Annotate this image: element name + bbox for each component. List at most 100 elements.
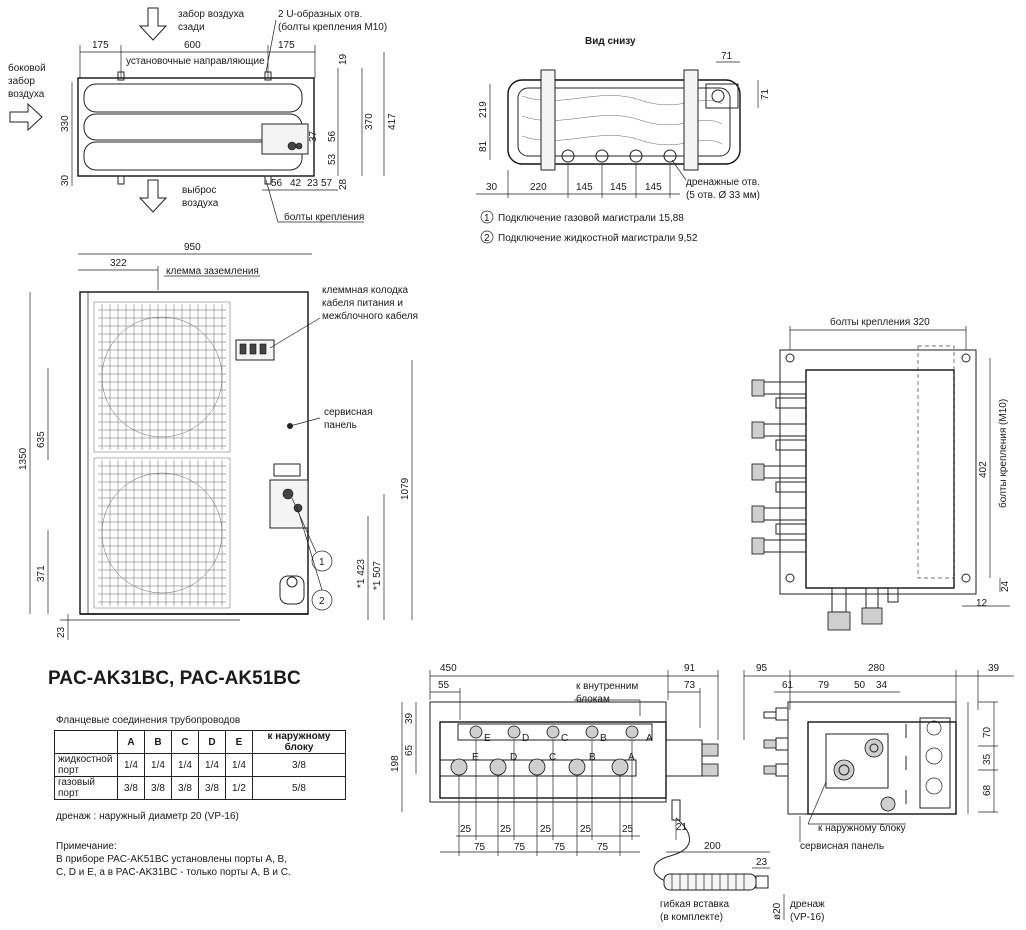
dim-71-h: 71 — [721, 51, 733, 62]
dim-71-v: 71 — [760, 88, 771, 100]
fan-grille-upper — [93, 301, 231, 453]
branch-bolts-label: болты крепления 320 — [830, 317, 930, 328]
dim-145-a: 145 — [576, 182, 593, 193]
svg-text:25: 25 — [540, 824, 552, 835]
air-intake-rear-arrow — [138, 7, 168, 41]
dim-450: 450 — [440, 663, 457, 674]
table-header-row: A B C D E к наружному блоку — [54, 730, 346, 754]
drain-note: дренаж : наружный диаметр 20 (VP-16) — [56, 811, 239, 822]
u-holes-label: 2 U-образных отв. (болты крепления М10) — [278, 9, 388, 33]
dim-24: 24 — [1000, 580, 1011, 592]
dim-1423: *1 423 — [356, 559, 367, 588]
svg-text:75: 75 — [474, 842, 486, 853]
to-outdoor-label: к наружному блоку — [818, 823, 906, 834]
svg-text:25: 25 — [580, 824, 592, 835]
dim-198: 198 — [390, 755, 401, 772]
front-ports — [450, 725, 639, 776]
branch-bolts-vertical-label: болты крепления (М10) — [997, 399, 1009, 508]
svg-text:E: E — [472, 752, 479, 763]
svg-text:25: 25 — [500, 824, 512, 835]
mount-guides-label: установочные направляющие — [126, 56, 265, 67]
note-text: В приборе PAC-AK51BC установлены порты A… — [56, 854, 291, 878]
exhaust-label: выброс воздуха — [182, 185, 219, 209]
svg-text:E: E — [484, 733, 491, 744]
side-port-stubs — [751, 379, 807, 555]
flex-insert-label: гибкая вставка (в комплекте) — [660, 899, 730, 923]
dim-39-front: 39 — [404, 712, 415, 724]
dim-322: 322 — [110, 258, 127, 269]
dim-370: 370 — [364, 113, 375, 130]
unit-top-outline — [77, 77, 315, 177]
svg-text:B: B — [589, 752, 596, 763]
marker-1 — [311, 550, 333, 572]
svg-text:D: D — [510, 752, 517, 763]
dim-57: 57 — [321, 178, 333, 189]
top-view: 175 600 175 установочные направляющие 33… — [9, 7, 398, 223]
end-service-panel-label: сервисная панель — [800, 841, 885, 852]
flex-insert — [663, 873, 757, 891]
front-view: 950 322 1350 635 371 23 — [18, 242, 413, 640]
dim-23-top: 23 — [307, 178, 319, 189]
dim-1507: *1 507 — [372, 561, 383, 590]
dim-1350: 1350 — [18, 447, 29, 470]
dim-37: 37 — [308, 130, 319, 142]
dim-145-b: 145 — [610, 182, 627, 193]
air-side-arrow — [9, 102, 43, 132]
to-indoor-label: к внутренним блокам — [576, 681, 639, 705]
dim-635: 635 — [36, 431, 47, 448]
dim-30-bottom: 30 — [486, 182, 498, 193]
dim-35: 35 — [982, 753, 993, 765]
note-title: Примечание: — [56, 841, 117, 852]
legend-gas: Подключение газовой магистрали 15,88 — [498, 213, 684, 224]
dim-70: 70 — [982, 726, 993, 738]
dim-200: 200 — [704, 841, 721, 852]
dim-d20: ø20 — [772, 902, 783, 920]
dim-61: 61 — [782, 680, 794, 691]
dim-91: 91 — [684, 663, 696, 674]
dim-68: 68 — [982, 784, 993, 796]
bottom-view-title: Вид снизу — [585, 36, 636, 47]
grille-lines — [98, 304, 226, 606]
svg-text:25: 25 — [460, 824, 472, 835]
svg-text:21: 21 — [676, 822, 688, 833]
dim-30-top: 30 — [60, 174, 71, 186]
svg-text:1: 1 — [484, 213, 490, 224]
dim-19: 19 — [338, 53, 349, 65]
dim-371: 371 — [36, 565, 47, 582]
dim-95: 95 — [756, 663, 768, 674]
table-row: жидкостной порт 1/4 1/4 1/4 1/4 1/4 3/8 — [54, 753, 346, 777]
dim-950: 950 — [184, 242, 201, 253]
svg-text:25: 25 — [622, 824, 634, 835]
dim-23-flex: 23 — [756, 857, 768, 868]
bottom-view: Вид снизу 71 71 219 81 30 220 145 145 14… — [476, 36, 771, 244]
base-outline — [507, 79, 741, 165]
dim-42: 42 — [290, 178, 302, 189]
ground-terminal-label: клемма заземления — [166, 266, 259, 277]
dim-53: 53 — [327, 153, 338, 165]
dim-73: 73 — [684, 680, 696, 691]
dim-220: 220 — [530, 182, 547, 193]
model-title: PAC-AK31BC, PAC-AK51BC — [48, 668, 301, 689]
dim-417: 417 — [387, 113, 398, 130]
drain-label: дренаж (VP-16) — [790, 899, 825, 923]
dim-79: 79 — [818, 680, 830, 691]
svg-text:1: 1 — [319, 557, 325, 568]
dim-402: 402 — [978, 461, 989, 478]
dim-56-v: 56 — [327, 130, 338, 142]
branch-box-front-view: E D C B A E D C B A 39 65 198 25 25 25 2… — [390, 670, 785, 920]
table-caption: Фланцевые соединения трубопроводов — [56, 715, 241, 726]
pipe-connection-box — [261, 123, 309, 155]
dim-600: 600 — [184, 40, 201, 51]
dim-34: 34 — [876, 680, 888, 691]
branch-box-end-body — [807, 721, 957, 815]
dim-145-c: 145 — [645, 182, 662, 193]
branch-box-body — [805, 369, 955, 589]
dim-23-front: 23 — [56, 626, 67, 638]
intake-side-label: боковой забор воздуха — [8, 63, 46, 100]
svg-text:75: 75 — [597, 842, 609, 853]
svg-text:D: D — [522, 733, 529, 744]
svg-text:75: 75 — [554, 842, 566, 853]
dim-175-right: 175 — [278, 40, 295, 51]
dim-1079: 1079 — [400, 477, 411, 500]
